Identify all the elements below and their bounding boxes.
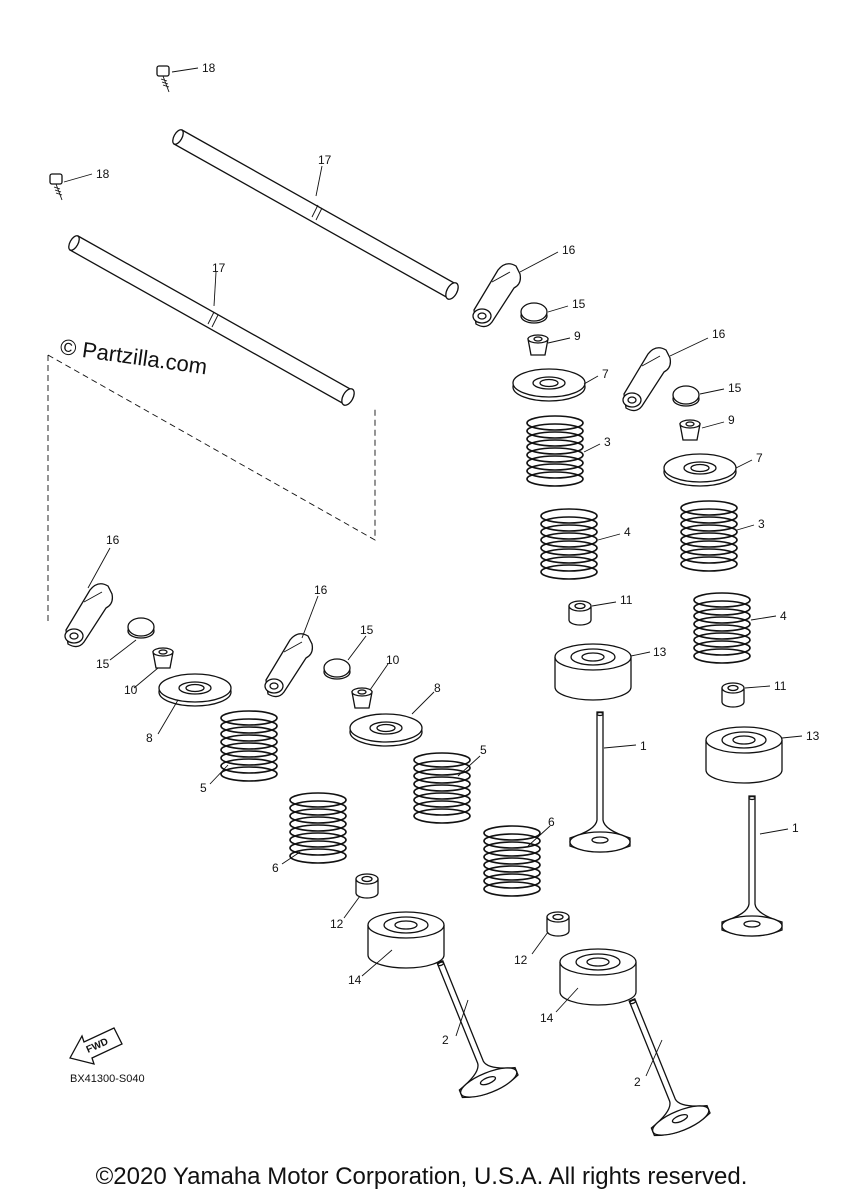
callout-8: 8 [434,681,441,695]
callout-3: 3 [758,517,765,531]
callout-2: 2 [442,1033,449,1047]
callout-18: 18 [202,61,216,75]
callout-10: 10 [386,653,400,667]
callout-16: 16 [106,533,120,547]
callout-12: 12 [330,917,344,931]
callout-1: 1 [792,821,799,835]
callout-17: 17 [212,261,226,275]
callout-6: 6 [272,861,279,875]
callout-13: 13 [653,645,667,659]
callout-15: 15 [96,657,110,671]
callout-14: 14 [348,973,362,987]
callout-18: 18 [96,167,110,181]
callout-9: 9 [728,413,735,427]
callout-8: 8 [146,731,153,745]
callout-12: 12 [514,953,528,967]
callout-17: 17 [318,153,332,167]
callout-15: 15 [728,381,742,395]
rocker-arm-shaft-lower [68,235,355,406]
callout-5: 5 [200,781,207,795]
callout-14: 14 [540,1011,554,1025]
callout-7: 7 [602,367,609,381]
callout-2: 2 [634,1075,641,1089]
callout-10: 10 [124,683,138,697]
bolt-upper [156,65,170,93]
callout-13: 13 [806,729,820,743]
copyright-notice: ©2020 Yamaha Motor Corporation, U.S.A. A… [95,1163,748,1190]
callout-15: 15 [572,297,586,311]
valve-stack-b [622,347,783,937]
bolt-lower [49,173,63,201]
valve-stack-a [472,263,632,853]
callout-9: 9 [574,329,581,343]
diagram-code: BX41300-S040 [70,1073,145,1085]
callout-5: 5 [480,743,487,757]
callout-3: 3 [604,435,611,449]
callout-16: 16 [314,583,328,597]
callout-4: 4 [780,609,787,623]
callout-15: 15 [360,623,374,637]
callout-7: 7 [756,451,763,465]
callout-11: 11 [620,593,633,607]
callout-6: 6 [548,815,555,829]
callout-11: 11 [774,679,787,693]
callout-4: 4 [624,525,631,539]
callout-1: 1 [640,739,647,753]
fwd-arrow-icon: FWD [69,1027,123,1065]
callout-16: 16 [562,243,576,257]
callout-16: 16 [712,327,726,341]
rocker-arm-shaft-upper [172,129,459,300]
